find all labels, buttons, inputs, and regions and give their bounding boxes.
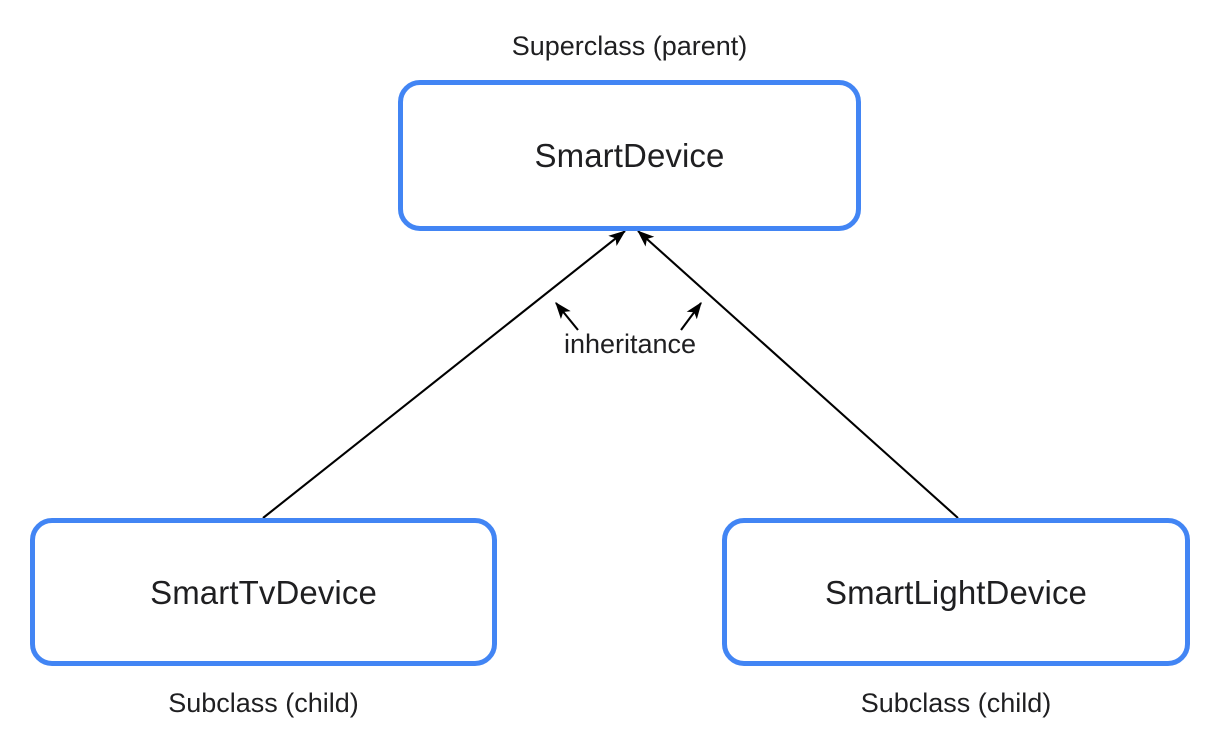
inheritance-arrow-light — [637, 230, 959, 519]
label-pointer-left-icon — [555, 302, 579, 331]
subclass-tv-caption: Subclass (child) — [168, 688, 359, 718]
inheritance-edge-label: inheritance — [563, 329, 697, 359]
class-box-smartlightdevice[interactable]: SmartLightDevice — [722, 518, 1190, 666]
class-box-smartdevice[interactable]: SmartDevice — [398, 80, 861, 231]
label-pointer-right-icon — [680, 301, 702, 331]
inheritance-arrow-tv — [262, 230, 626, 519]
class-box-smartlightdevice-label: SmartLightDevice — [824, 573, 1088, 611]
subclass-light-caption: Subclass (child) — [860, 688, 1052, 718]
superclass-caption: Superclass (parent) — [511, 31, 748, 61]
class-box-smarttvdevice-label: SmartTvDevice — [150, 573, 377, 611]
class-box-smartdevice-label: SmartDevice — [534, 137, 725, 174]
class-box-smarttvdevice[interactable]: SmartTvDevice — [30, 518, 497, 666]
